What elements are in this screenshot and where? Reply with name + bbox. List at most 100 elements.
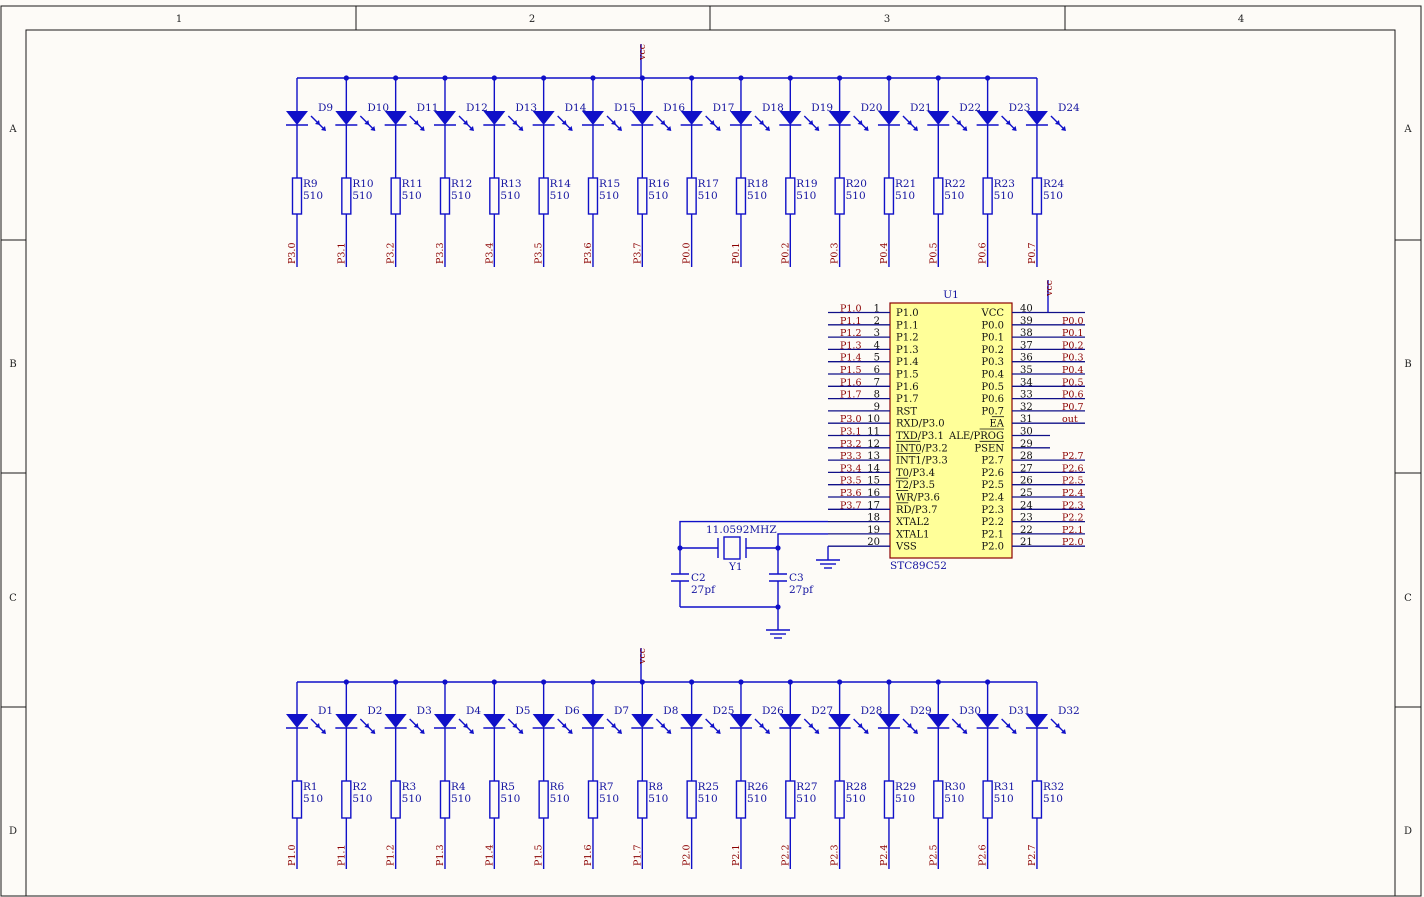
- mcu-pin-net-label: P0.3: [1062, 353, 1084, 364]
- led-designator: D24: [1058, 102, 1080, 114]
- resistor-body: [883, 177, 895, 215]
- net-label: P2.2: [780, 844, 791, 866]
- mcu-pin-number: 13: [867, 451, 880, 462]
- mcu-pin-name: INT1/P3.3: [896, 456, 948, 467]
- led-designator: D15: [614, 102, 636, 114]
- resistor-value: 510: [550, 793, 570, 805]
- net-label: P1.0: [287, 844, 298, 866]
- mcu-pin-number: 35: [1020, 365, 1033, 376]
- net-label: P0.2: [780, 242, 791, 264]
- mcu-pin-name: P0.2: [981, 345, 1004, 356]
- resistor-designator: R7: [599, 781, 614, 793]
- mcu-pin-net-label: P3.5: [840, 476, 862, 487]
- led-light-arrowhead: [468, 126, 474, 131]
- resistor-body: [982, 780, 993, 819]
- mcu-pin-net-label: P1.7: [840, 390, 862, 401]
- resistor-value: 510: [698, 190, 718, 202]
- net-label: P0.3: [830, 242, 841, 264]
- resistor-value: 510: [698, 793, 718, 805]
- resistor-designator: R19: [796, 178, 817, 190]
- resistor-body: [489, 780, 500, 819]
- resistor-designator: R26: [747, 781, 769, 793]
- mcu-pin-name: P0.0: [981, 320, 1004, 331]
- led-light-arrowhead: [1011, 126, 1017, 131]
- resistor-designator: R1: [303, 781, 318, 793]
- mcu-pin-number: 4: [874, 340, 880, 351]
- led-diode-symbol: [828, 714, 851, 728]
- resistor-designator: R21: [895, 178, 916, 190]
- resistor-body: [291, 780, 303, 819]
- resistor-body: [439, 780, 451, 819]
- resistor-value: 510: [451, 793, 471, 805]
- led-diode-symbol: [976, 111, 999, 125]
- led-light-arrowhead: [321, 729, 326, 734]
- led-diode-symbol: [433, 111, 456, 125]
- mcu-pin-number: 24: [1020, 500, 1033, 511]
- resistor-body: [390, 177, 401, 215]
- mcu-pin-name: P1.0: [896, 308, 919, 319]
- resistor-designator: R31: [994, 781, 1015, 793]
- led-diode-symbol: [532, 714, 555, 728]
- resistor-body: [1031, 177, 1043, 215]
- mcu-pin-number: 5: [874, 353, 880, 364]
- led-light-arrowhead: [518, 729, 524, 734]
- mcu-pin-net-label: P0.7: [1062, 402, 1084, 413]
- frame-row-label: B: [9, 359, 16, 370]
- net-label: P2.1: [731, 844, 742, 866]
- led-designator: D6: [565, 705, 580, 717]
- resistor-value: 510: [846, 793, 866, 805]
- resistor-value: 510: [895, 190, 915, 202]
- mcu-pin-name: P2.2: [981, 517, 1004, 528]
- resistor-designator: R32: [1043, 781, 1064, 793]
- resistor-value: 510: [944, 190, 964, 202]
- resistor-designator: R27: [796, 781, 817, 793]
- net-label: P3.7: [632, 242, 643, 264]
- led-designator: D11: [417, 102, 439, 114]
- resistor-value: 510: [1043, 190, 1063, 202]
- led-diode-symbol: [581, 714, 604, 728]
- mcu-pin-name: P1.6: [896, 382, 919, 393]
- led-light-arrowhead: [518, 126, 524, 131]
- net-label: P3.4: [484, 242, 495, 264]
- resistor-designator: R3: [402, 781, 417, 793]
- net-label: P2.4: [879, 844, 890, 866]
- led-diode-symbol: [877, 111, 900, 125]
- mcu-pin-name: P2.3: [981, 505, 1004, 516]
- mcu-pin-net-label: P0.6: [1062, 390, 1084, 401]
- led-diode-symbol: [433, 714, 456, 728]
- mcu-pin-net-label: P3.4: [840, 463, 862, 474]
- resistor-designator: R9: [303, 178, 318, 190]
- mcu-pin-number: 18: [867, 513, 880, 524]
- net-label: P1.2: [386, 844, 397, 866]
- mcu-pin-number: 22: [1020, 525, 1033, 536]
- mcu-pin-name: PSEN: [974, 443, 1004, 454]
- capacitor-value: 27pf: [691, 584, 716, 596]
- led-designator: D10: [367, 102, 389, 114]
- net-label: P1.6: [583, 844, 594, 866]
- mcu-pin-net-label: P2.2: [1062, 513, 1084, 524]
- capacitor-value: 27pf: [789, 584, 814, 596]
- mcu-pin-name: RST: [896, 406, 917, 417]
- resistor-value: 510: [846, 190, 866, 202]
- resistor-value: 510: [303, 793, 323, 805]
- frame-row-label: D: [1404, 826, 1412, 837]
- led-designator: D28: [861, 705, 883, 717]
- resistor-value: 510: [895, 793, 915, 805]
- led-light-arrowhead: [666, 729, 672, 734]
- mcu-pin-net-label: P1.6: [840, 377, 862, 388]
- mcu-pin-number: 29: [1020, 439, 1033, 450]
- mcu-pin-name: P2.0: [981, 542, 1004, 553]
- resistor-value: 510: [352, 793, 372, 805]
- resistor-designator: R5: [500, 781, 515, 793]
- net-label: P1.3: [435, 844, 446, 866]
- led-designator: D21: [910, 102, 932, 114]
- mcu-pin-name: P0.1: [981, 333, 1004, 344]
- mcu-pin-net-label: P1.0: [840, 304, 862, 315]
- net-label: P3.0: [287, 242, 298, 264]
- resistor-body: [390, 780, 401, 819]
- resistor-designator: R16: [648, 178, 670, 190]
- led-light-arrowhead: [764, 126, 770, 131]
- led-light-arrowhead: [419, 729, 425, 734]
- led-designator: D5: [515, 705, 530, 717]
- mcu-pin-number: 25: [1020, 488, 1033, 499]
